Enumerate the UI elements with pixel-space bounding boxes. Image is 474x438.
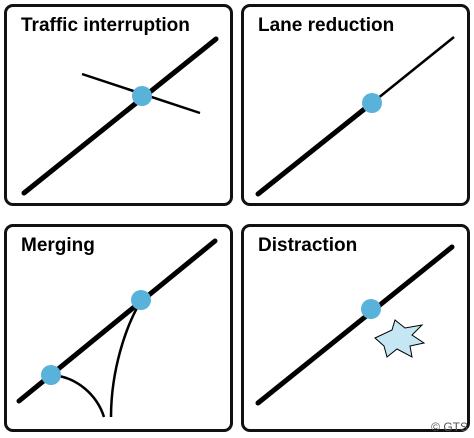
- copyright-credit: © GTS: [431, 420, 468, 434]
- distraction-diagram: [255, 244, 455, 406]
- panel-distraction: Distraction: [241, 224, 470, 432]
- distraction-burst-icon: [374, 319, 426, 358]
- panel-title: Lane reduction: [258, 15, 395, 36]
- merge-node-lower: [41, 365, 61, 385]
- panel-merging: Merging: [4, 224, 233, 432]
- merge-node-upper: [131, 290, 151, 310]
- panel-title: Traffic interruption: [21, 15, 190, 36]
- panel-traffic-interruption: Traffic interruption: [4, 4, 233, 206]
- merge-lane-right: [109, 300, 143, 418]
- panel-title: Distraction: [258, 235, 358, 256]
- panel-lane-reduction: Lane reduction: [241, 4, 470, 206]
- reduction-node: [362, 93, 382, 113]
- narrow-road-segment: [371, 36, 455, 104]
- distraction-node: [361, 299, 381, 319]
- main-road: [255, 244, 455, 406]
- panel-title: Merging: [21, 235, 95, 256]
- merging-diagram: [16, 238, 218, 418]
- wide-road-segment: [255, 100, 375, 197]
- merge-lane-left: [51, 373, 106, 418]
- lane-reduction-diagram: [255, 36, 455, 197]
- traffic-interruption-diagram: [21, 36, 219, 196]
- intersection-node: [132, 86, 152, 106]
- main-road: [21, 36, 219, 196]
